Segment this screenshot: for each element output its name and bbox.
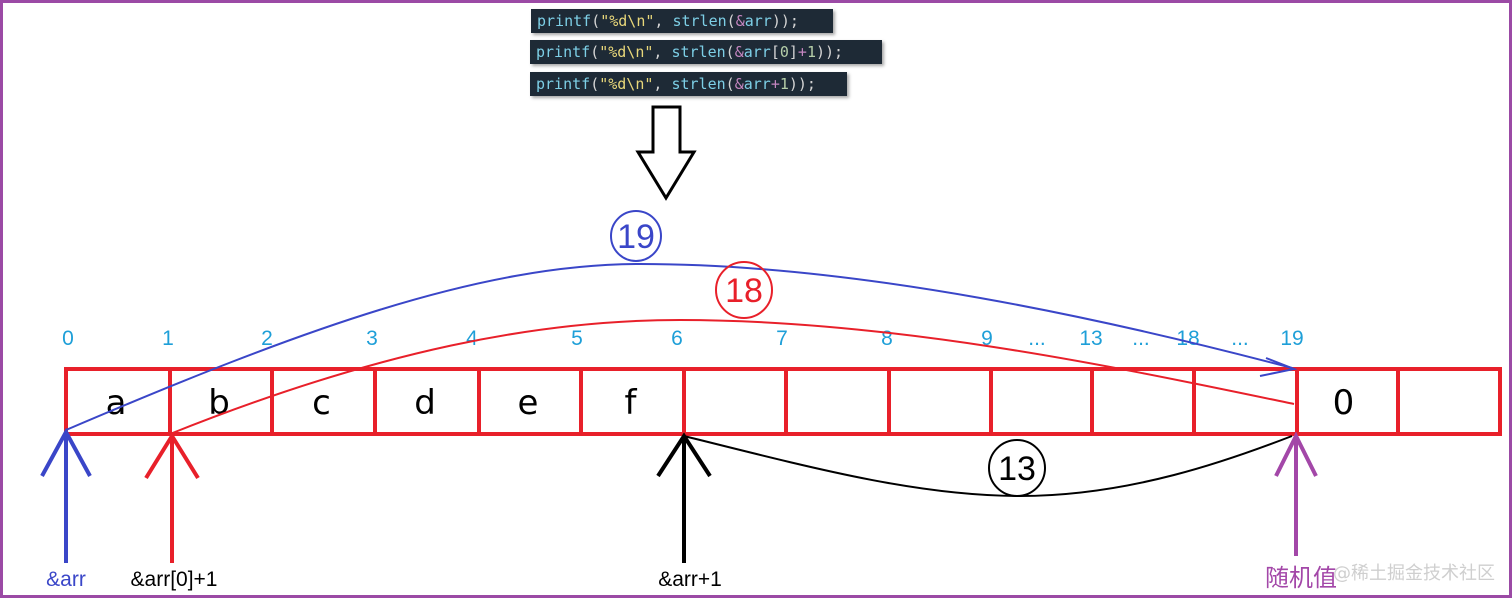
code-token: printf — [536, 43, 591, 61]
array-cell-4 — [477, 367, 583, 436]
code-token: 1 — [806, 43, 816, 61]
watermark: @稀土掘金技术社区 — [1333, 563, 1495, 584]
black-count-circle — [988, 439, 1046, 497]
array-cell-7 — [784, 367, 891, 436]
pointer-arrp1-arrow — [656, 432, 712, 563]
red-count: 18 — [725, 272, 763, 310]
code-token: "%d\n" — [600, 12, 655, 30]
blue-count-circle — [610, 210, 662, 262]
array-cell-value: f — [625, 383, 638, 423]
code-token: )); — [788, 75, 816, 93]
red-length-arc — [169, 318, 1295, 435]
index-label: 0 — [62, 327, 74, 350]
index-label: ... — [1028, 327, 1046, 350]
code-token: "%d\n" — [599, 43, 654, 61]
code-token: [ — [770, 43, 780, 61]
code-token: ] — [788, 43, 798, 61]
code-line-3: printf("%d\n", strlen(&arr+1)); — [530, 72, 847, 96]
code-line-1: printf("%d\n", strlen(&arr)); — [531, 9, 833, 33]
index-label: 5 — [571, 327, 583, 350]
code-token: , — [653, 75, 672, 93]
code-token: ( — [725, 75, 735, 93]
code-token: + — [797, 43, 807, 61]
array-cell-value: e — [518, 383, 539, 423]
array-cell-value: 0 — [1333, 383, 1355, 423]
code-token: "%d\n" — [599, 75, 654, 93]
black-length-arc — [683, 435, 1293, 498]
array-cell-9 — [989, 367, 1094, 436]
index-label: 6 — [671, 327, 683, 350]
blue-length-arc — [65, 262, 1293, 431]
code-token: ( — [725, 43, 735, 61]
code-token: , — [654, 12, 673, 30]
code-token: arr — [743, 43, 771, 61]
code-token: )); — [815, 43, 844, 61]
code-token: printf — [537, 12, 592, 30]
code-token: + — [770, 75, 780, 93]
array-cell-6 — [682, 367, 788, 436]
index-label: 9 — [981, 327, 993, 350]
code-token: )); — [771, 12, 799, 30]
code-token: strlen — [672, 12, 727, 30]
index-label: 1 — [162, 327, 174, 350]
blue-arrowhead-icon — [1259, 357, 1298, 377]
code-token: & — [734, 43, 744, 61]
index-label: 3 — [366, 327, 378, 350]
index-label: 4 — [466, 327, 478, 350]
code-token: 1 — [779, 75, 789, 93]
code-token: & — [735, 12, 745, 30]
down-arrow-icon — [635, 105, 697, 201]
code-token: ( — [726, 12, 736, 30]
code-token: ( — [591, 12, 601, 30]
code-token: arr — [743, 75, 771, 93]
pointer-random-arrow — [1274, 431, 1318, 556]
code-token: printf — [536, 75, 591, 93]
array-cell-value: a — [106, 383, 127, 423]
label-random-value: 随机值 — [1265, 564, 1337, 592]
index-label: 7 — [776, 327, 788, 350]
index-label: 8 — [881, 327, 893, 350]
pointer-arr0p1-arrow — [144, 432, 200, 563]
label-arrp1: &arr+1 — [658, 568, 722, 591]
array-cell-value: d — [414, 383, 436, 423]
index-label: 2 — [261, 327, 273, 350]
array-cell-12 — [1295, 367, 1400, 436]
label-arr: &arr — [46, 568, 86, 591]
red-count-circle — [715, 261, 773, 319]
array-cell-8 — [887, 367, 993, 436]
index-label: ... — [1231, 327, 1249, 350]
code-line-2: printf("%d\n", strlen(&arr[0]+1)); — [530, 40, 882, 64]
label-arr0p1: &arr[0]+1 — [131, 568, 218, 591]
pointer-arr-arrow — [40, 427, 92, 563]
code-token: strlen — [671, 75, 726, 93]
blue-count: 19 — [617, 218, 655, 256]
index-label: 19 — [1280, 327, 1303, 350]
array-cell-5 — [579, 367, 686, 436]
code-token: ( — [590, 43, 600, 61]
array-cell-value: c — [312, 383, 331, 423]
index-label: 18 — [1176, 327, 1199, 350]
code-token: 0 — [779, 43, 789, 61]
black-count: 13 — [998, 450, 1036, 488]
array-cell-10 — [1090, 367, 1196, 436]
code-token: arr — [744, 12, 772, 30]
code-token: & — [734, 75, 744, 93]
code-token: ( — [590, 75, 600, 93]
code-token: , — [653, 43, 672, 61]
index-label: 13 — [1079, 327, 1102, 350]
code-token: strlen — [671, 43, 726, 61]
array-cell-13 — [1396, 367, 1502, 436]
